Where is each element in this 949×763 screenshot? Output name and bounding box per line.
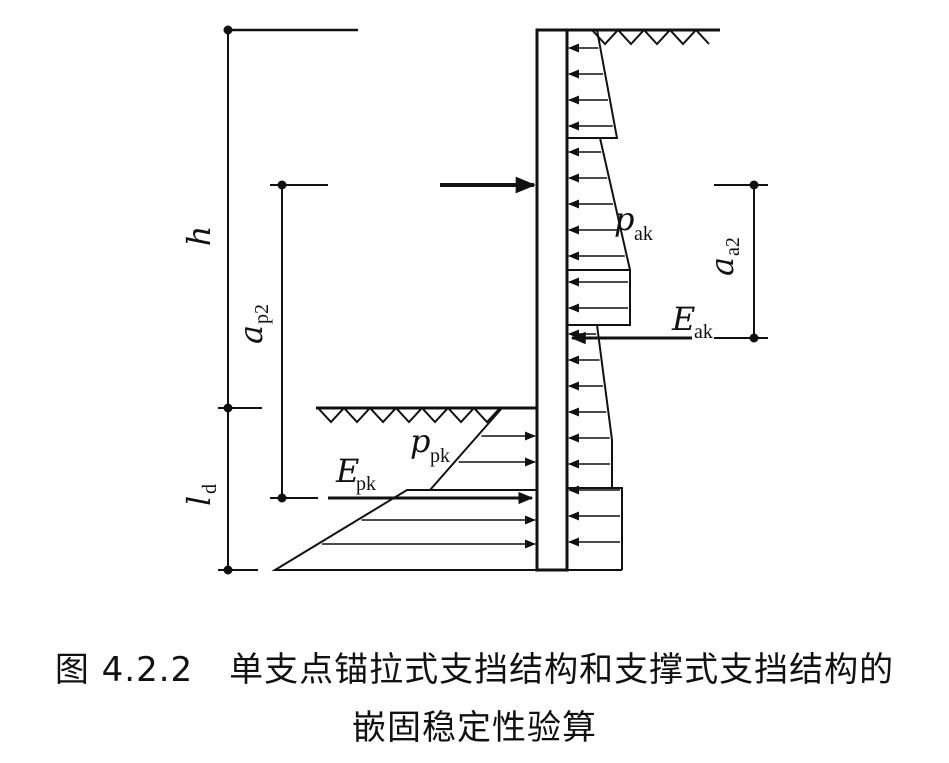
label-epk: E pk (335, 452, 376, 495)
figure-caption-line2: 嵌固稳定性验算 (0, 700, 949, 749)
figure-title-line2: 嵌固稳定性验算 (352, 708, 597, 748)
excavation-ground-surface (316, 406, 537, 424)
svg-text:p: p (410, 422, 430, 460)
dimension-aa2 (714, 180, 768, 343)
figure-caption-line1: 图 4.2.2 单支点锚拉式支挡结构和支撑式支挡结构的 (0, 642, 949, 691)
svg-text:pk: pk (356, 473, 376, 495)
dimension-ap2 (270, 180, 328, 503)
label-ppk: p pk (410, 422, 450, 467)
svg-text:a: a (703, 257, 741, 276)
active-pressure-arrows (567, 43, 628, 547)
svg-text:pk: pk (430, 445, 450, 467)
svg-text:l: l (180, 496, 218, 506)
label-eak: E ak (671, 300, 713, 343)
svg-text:ak: ak (634, 223, 653, 245)
svg-text:p2: p2 (251, 304, 273, 324)
label-h: h (180, 226, 218, 247)
svg-text:E: E (671, 300, 695, 338)
svg-text:d: d (199, 484, 221, 494)
figure-title-line1: 单支点锚拉式支挡结构和支撑式支挡结构的 (229, 650, 895, 690)
retained-ground-surface (567, 28, 720, 46)
svg-text:ak: ak (694, 321, 713, 343)
retaining-wall (535, 28, 569, 572)
label-pak: p ak (614, 200, 653, 245)
dimension-h-ld (218, 25, 262, 575)
passive-pressure-arrows (321, 431, 537, 549)
figure-number: 图 4.2.2 (54, 650, 194, 690)
embedment-stability-diagram: h a p2 a a2 p ak E ak p pk E pk l d (180, 25, 768, 575)
svg-text:E: E (335, 452, 359, 490)
active-pressure-diagram (567, 29, 631, 571)
svg-text:a2: a2 (722, 237, 744, 256)
label-ld: l d (180, 484, 221, 506)
svg-text:a: a (232, 325, 270, 344)
svg-text:p: p (614, 200, 634, 238)
passive-pressure-diagram (271, 407, 537, 571)
label-aa2: a a2 (703, 237, 744, 276)
label-ap2: a p2 (232, 304, 273, 344)
